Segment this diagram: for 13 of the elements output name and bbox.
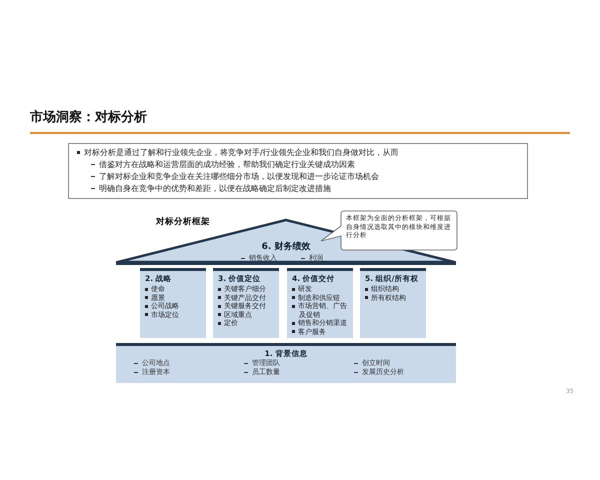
framework-label: 对标分析框架 [156,216,210,228]
roof-heading: 6. 财务绩效 [260,240,312,253]
sub-bullet-text: 了解对标企业和竞争企业在关注哪些细分市场，以便发现和进一步论证市场机会 [99,172,379,181]
pillar-panel [360,268,426,338]
pillar-panel [213,268,279,338]
foundation-panel [116,343,456,383]
page-title: 市场洞察：对标分析 [30,108,147,126]
text-box [68,143,528,199]
pillar-panel [287,268,353,338]
pillar-panel [140,268,206,338]
bullet-text: 对标分析是通过了解和行业领先企业，将竞争对手/行业领先企业和我们自身做对比，从而 [84,148,399,157]
sub-bullet-text: 借鉴对方在战略和运营层面的成功经验，帮助我们确定行业关键成功因素 [99,160,355,169]
sub-bullet-text: 明确自身在竞争中的优势和差距，以便在战略确定后制定改进措施 [99,184,331,193]
